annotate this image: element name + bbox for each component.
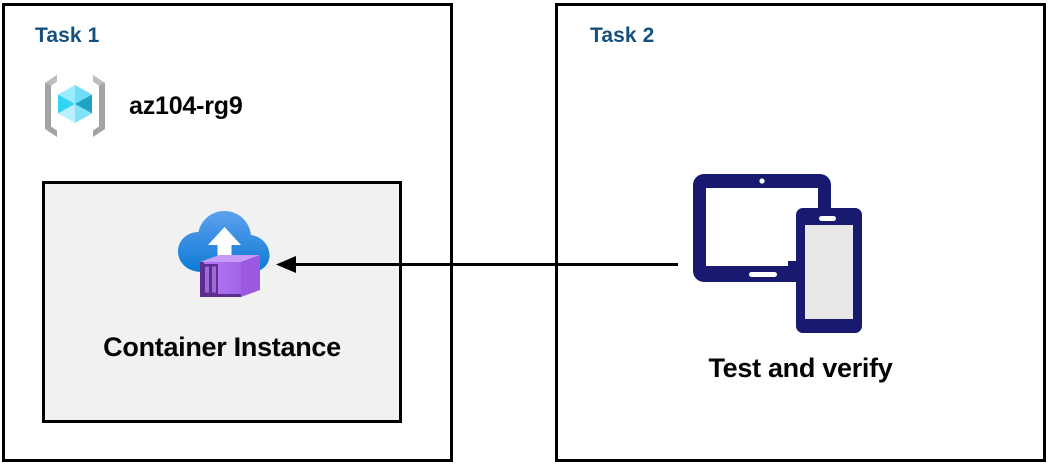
container-instance-label: Container Instance	[103, 332, 341, 362]
test-and-verify-label: Test and verify	[708, 353, 893, 383]
resource-group-name: az104-rg9	[129, 91, 243, 120]
resource-group-icon	[45, 75, 105, 137]
panel-task-2: Task 2 Test and verify	[555, 3, 1046, 462]
container-instance-box: Container Instance	[42, 181, 402, 423]
resource-group-row: az104-rg9	[35, 66, 243, 146]
panel-task-1: Task 1	[2, 3, 453, 462]
task-1-label: Task 1	[35, 24, 100, 47]
container-instance-icon	[178, 211, 270, 297]
task-2-label: Task 2	[590, 24, 655, 47]
tablet-and-phone-icon	[693, 174, 862, 333]
